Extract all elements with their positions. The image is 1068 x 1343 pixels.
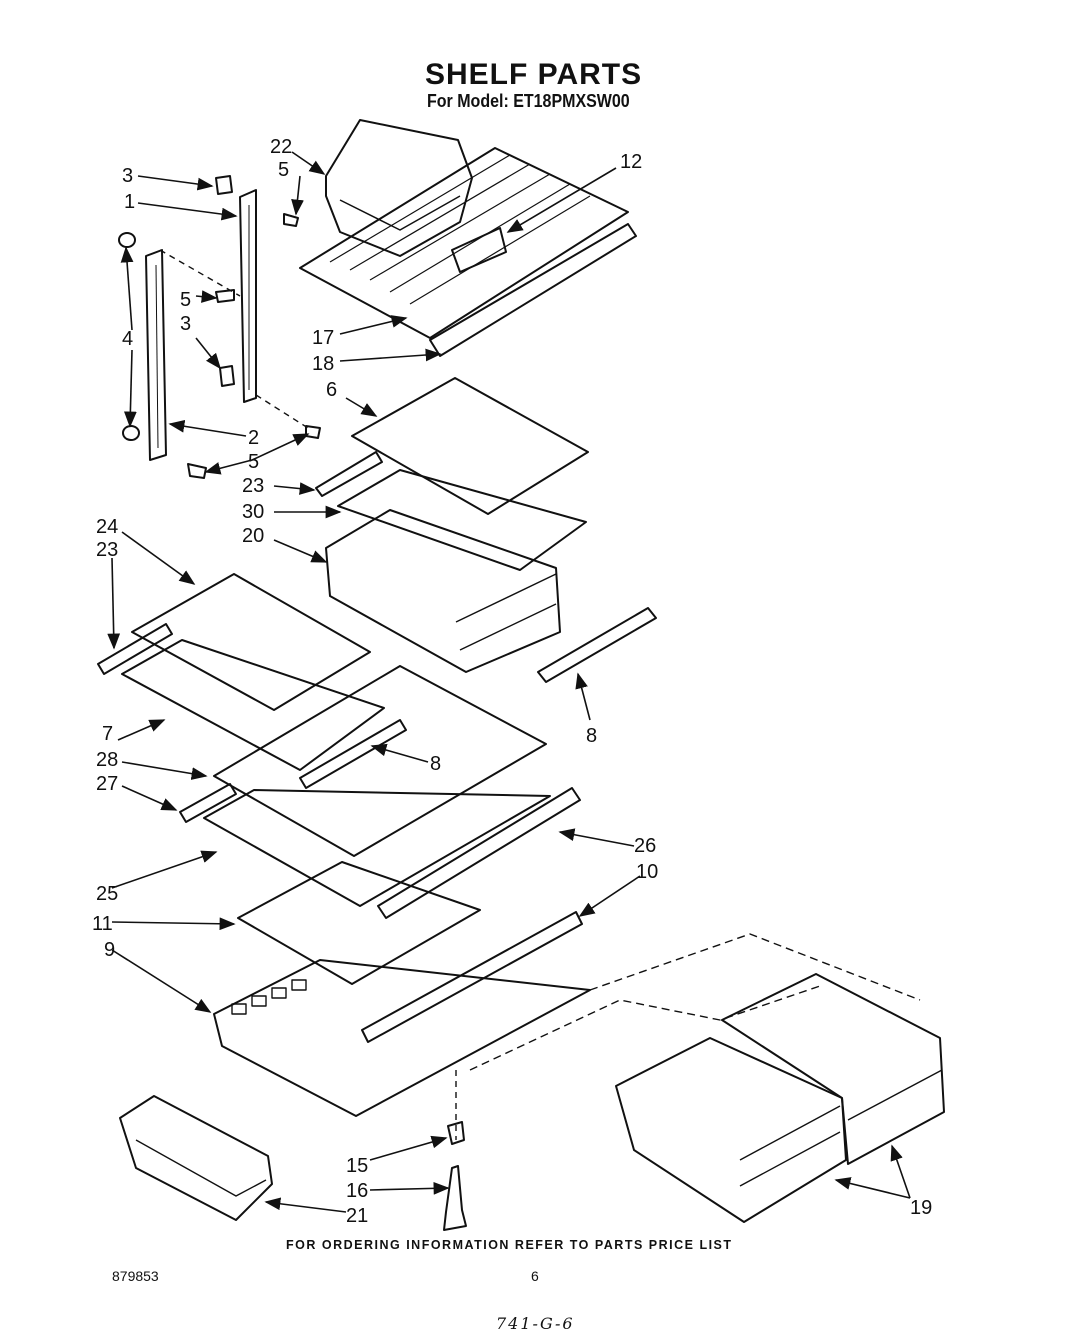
callout-26: 26 xyxy=(634,835,656,857)
callout-4: 4 xyxy=(122,328,133,350)
callout-23-top: 23 xyxy=(242,475,264,497)
page-title: SHELF PARTS xyxy=(425,58,643,91)
callout-1: 1 xyxy=(124,191,135,213)
retainer-part-12 xyxy=(451,227,507,273)
callout-8-right: 8 xyxy=(586,725,597,747)
callout-27: 27 xyxy=(96,773,118,795)
callout-17: 17 xyxy=(312,327,334,349)
clip-part-3-lower xyxy=(219,365,235,387)
rail-part-8-mid xyxy=(299,719,407,789)
leveler-part-16 xyxy=(443,1165,467,1231)
callout-12: 12 xyxy=(620,151,642,173)
callout-22: 22 xyxy=(270,136,292,158)
shelf-frame-part-30 xyxy=(337,469,587,571)
door-bin-part-22 xyxy=(325,119,473,257)
callout-5-bottom: 5 xyxy=(248,451,259,473)
handwritten-code: 741-G-6 xyxy=(496,1314,575,1333)
callout-5-top: 5 xyxy=(278,159,289,181)
callout-9: 9 xyxy=(104,939,115,961)
screw-part-5-c xyxy=(305,425,321,439)
shelf-rail-part-27 xyxy=(179,783,237,823)
screw-part-5-d xyxy=(187,463,207,479)
callout-19: 19 xyxy=(910,1197,932,1219)
glass-shelf-part-24 xyxy=(131,573,371,711)
bumper-part-4-top xyxy=(118,232,136,248)
callout-5-mid: 5 xyxy=(180,289,191,311)
callout-2: 2 xyxy=(248,427,259,449)
callout-23-left: 23 xyxy=(96,539,118,561)
callout-11: 11 xyxy=(92,913,113,935)
pan-assembly-part-9 xyxy=(213,959,591,1117)
wire-shelf-part-17 xyxy=(299,147,629,339)
callout-3-lower: 3 xyxy=(180,313,191,335)
shelf-trim-part-18 xyxy=(429,223,637,357)
crisper-drawer-part-20 xyxy=(325,509,561,673)
page-number: 6 xyxy=(531,1268,539,1284)
callout-6: 6 xyxy=(326,379,337,401)
shelf-rail-part-23-top xyxy=(315,451,383,497)
shelf-rail-part-23-left xyxy=(97,623,173,675)
callout-3-top: 3 xyxy=(122,165,133,187)
leveler-part-15 xyxy=(447,1121,465,1145)
callout-21: 21 xyxy=(346,1205,368,1227)
model-subtitle: For Model: ET18PMXSW00 xyxy=(427,92,630,112)
glass-shelf-part-11 xyxy=(237,861,481,985)
crisper-pair-part-19 xyxy=(615,973,945,1223)
callout-16: 16 xyxy=(346,1180,368,1202)
document-number: 879853 xyxy=(112,1268,159,1284)
bumper-part-4-bottom xyxy=(122,425,140,441)
callout-24: 24 xyxy=(96,516,118,538)
shelf-rail-right-part-1 xyxy=(239,189,257,403)
dairy-bin-part-21 xyxy=(119,1095,273,1221)
callout-28: 28 xyxy=(96,749,118,771)
callout-18: 18 xyxy=(312,353,334,375)
dashed-alignment-3 xyxy=(589,933,921,1001)
rail-part-8-right xyxy=(537,607,657,683)
dashed-alignment-2 xyxy=(469,985,821,1071)
shelf-frame-part-7 xyxy=(121,639,385,771)
shelf-frame-part-25 xyxy=(203,789,551,907)
shelf-rail-left-part-2 xyxy=(145,249,167,461)
callout-20: 20 xyxy=(242,525,264,547)
callout-7: 7 xyxy=(102,723,113,745)
screw-part-5-a xyxy=(283,213,299,227)
clip-part-3-top xyxy=(215,175,233,195)
glass-shelf-part-6 xyxy=(351,377,589,515)
trim-part-10 xyxy=(361,911,583,1043)
ordering-info-note: FOR ORDERING INFORMATION REFER TO PARTS … xyxy=(286,1238,733,1252)
callout-30: 30 xyxy=(242,501,264,523)
callout-10: 10 xyxy=(636,861,658,883)
trim-part-26 xyxy=(377,787,581,919)
callout-25: 25 xyxy=(96,883,118,905)
callout-8-mid: 8 xyxy=(430,753,441,775)
callout-15: 15 xyxy=(346,1155,368,1177)
glass-shelf-part-28 xyxy=(213,665,547,857)
